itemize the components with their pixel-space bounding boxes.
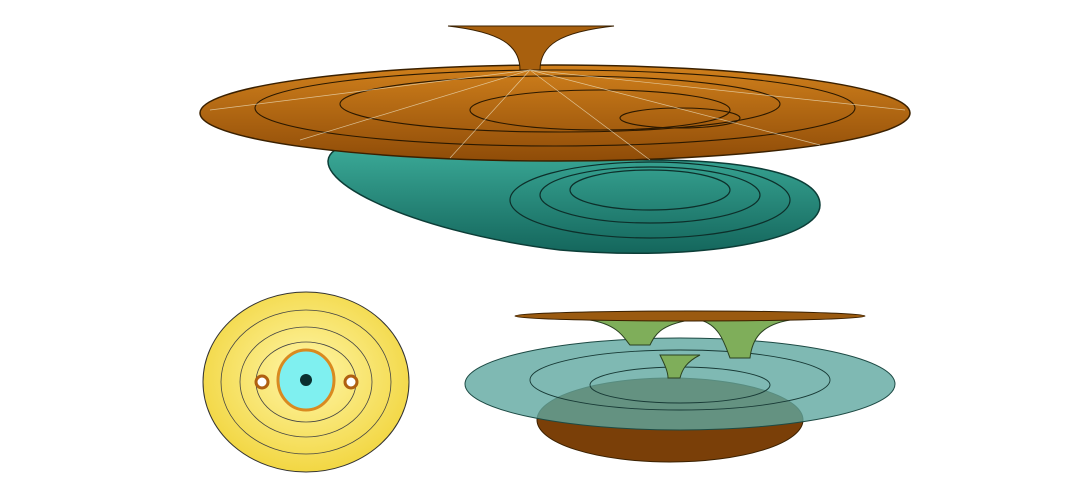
top-brown-sheet (514, 310, 866, 322)
orange-contours (254, 69, 856, 147)
plan-view-figure (202, 291, 410, 473)
upper-orange-sheet (199, 64, 911, 162)
necks (589, 319, 791, 379)
lower-teal-sheet (327, 149, 821, 255)
teal-contours (509, 161, 791, 239)
orange-grid-lines (209, 69, 906, 161)
plan-right-hole (343, 374, 359, 390)
plan-left-hole (254, 374, 270, 390)
triple-sheet-figure (464, 310, 896, 463)
wormhole-neck (447, 25, 615, 71)
plan-center-hole (300, 374, 312, 386)
middle-teal-sheet (464, 337, 896, 431)
top-surface-figure (199, 25, 911, 255)
